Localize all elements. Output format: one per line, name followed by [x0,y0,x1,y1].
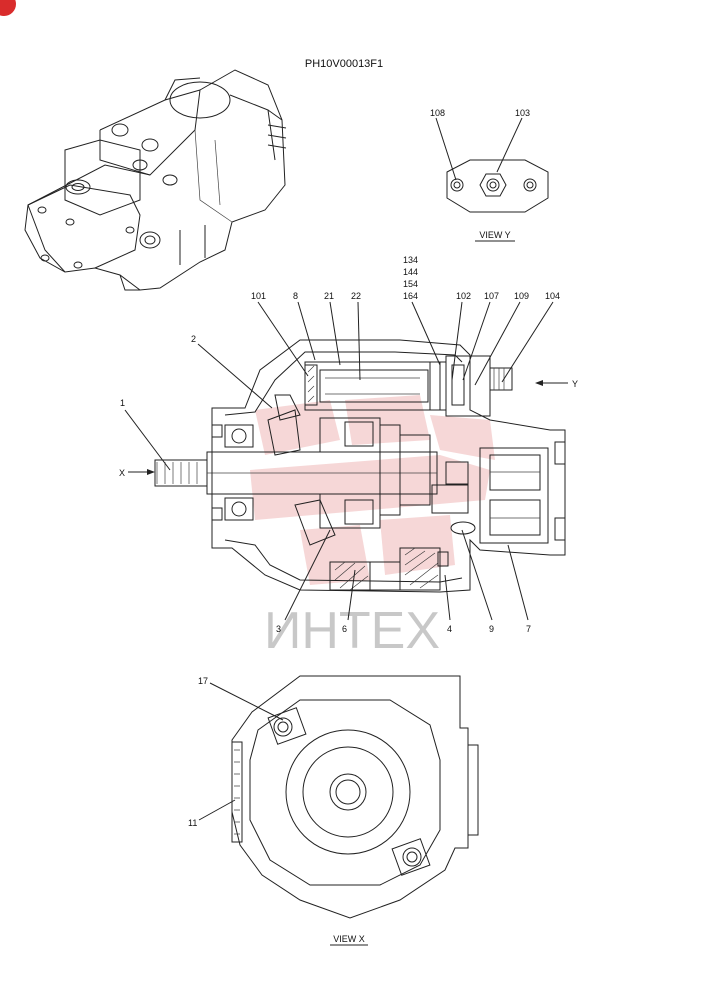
label-2: 2 [191,334,196,344]
label-144: 144 [403,267,418,277]
label-9: 9 [489,624,494,634]
label-108: 108 [430,108,445,118]
label-21: 21 [324,291,334,301]
label-3: 3 [276,624,281,634]
label-154: 154 [403,279,418,289]
view-x: 17 11 VIEW X [188,675,479,946]
x-arrow-head [147,469,155,475]
arrow-y-label: Y [572,379,578,389]
label-104: 104 [545,291,560,301]
label-11: 11 [188,818,197,828]
label-17: 17 [198,676,208,686]
label-103: 103 [515,108,530,118]
label-164: 164 [403,291,418,301]
label-6: 6 [342,624,347,634]
view-y: 108 103 VIEW Y [430,108,549,242]
label-8: 8 [293,291,298,301]
label-101: 101 [251,291,266,301]
view-x-caption: VIEW X [333,934,365,944]
diagram-title: PH10V00013F1 [305,58,383,70]
isometric-pump-view [24,69,287,291]
y-arrow-head [535,380,543,386]
label-109: 109 [514,291,529,301]
label-107: 107 [484,291,499,301]
label-7: 7 [526,624,531,634]
watermark-text: ИНТЕХ [264,602,440,660]
label-4: 4 [447,624,452,634]
view-y-caption: VIEW Y [479,230,510,240]
label-1: 1 [120,398,125,408]
label-102: 102 [456,291,471,301]
label-134: 134 [403,255,418,265]
arrow-x-label: X [119,468,125,478]
corner-badge [0,0,16,16]
label-22: 22 [351,291,361,301]
section-view: X Y 1 2 101 8 21 22 134 144 154 164 102 … [119,255,578,634]
